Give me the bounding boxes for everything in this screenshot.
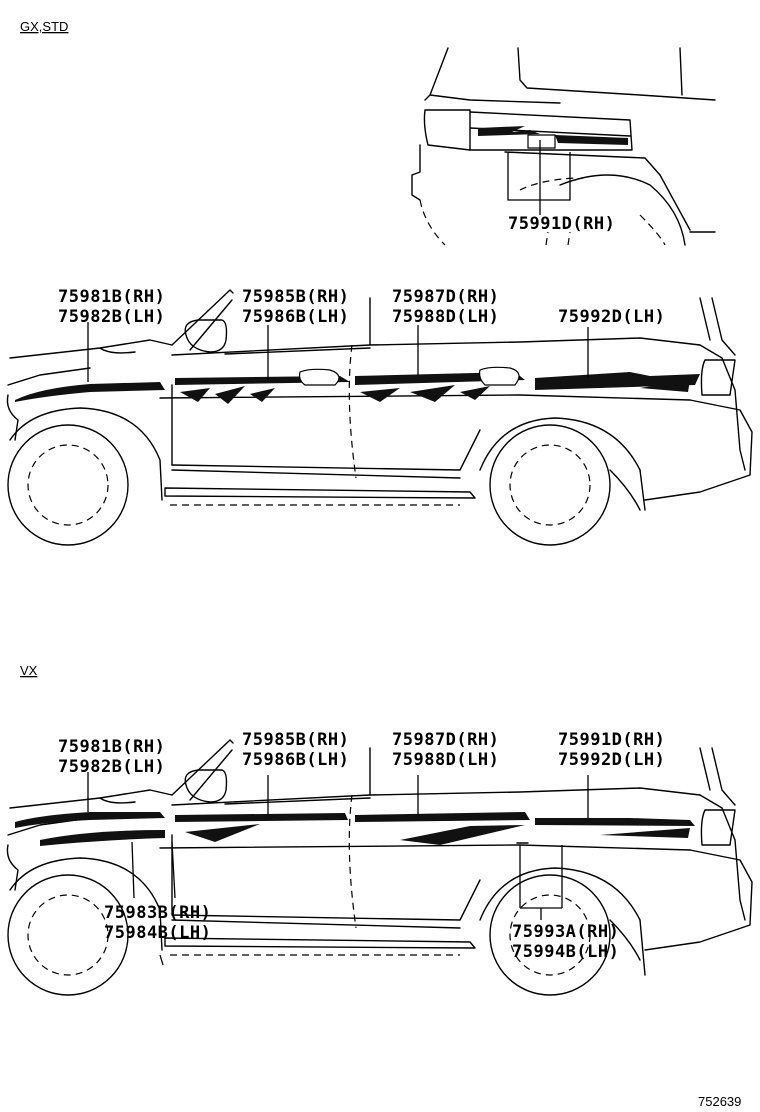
label-vx-75983b-rh: 75983B(RH) [104,903,211,923]
diagram-reference-number: 752639 [698,1094,741,1109]
label-vx-75987d-rh: 75987D(RH) [392,730,499,750]
label-gx-75986b-lh: 75986B(LH) [242,307,349,327]
section-label-gx-std: GX,STD [20,19,68,34]
label-gx-75992d-lh: 75992D(LH) [558,307,665,327]
label-vx-75982b-lh: 75982B(LH) [58,757,165,777]
rear-quarter-view [411,47,716,246]
label-gx-75982b-lh: 75982B(LH) [58,307,165,327]
label-vx-75992d-lh: 75992D(LH) [558,750,665,770]
label-gx-75981b-rh: 75981B(RH) [58,287,165,307]
label-vx-75981b-rh: 75981B(RH) [58,737,165,757]
section-label-vx: VX [20,663,38,678]
label-vx-75991d-rh: 75991D(RH) [558,730,665,750]
label-vx-75994b-lh: 75994B(LH) [512,942,619,962]
label-vx-75986b-lh: 75986B(LH) [242,750,349,770]
label-vx-75993a-rh: 75993A(RH) [512,922,619,942]
label-gx-75991d-rh: 75991D(RH) [508,214,615,234]
label-vx-75985b-rh: 75985B(RH) [242,730,349,750]
label-gx-75988d-lh: 75988D(LH) [392,307,499,327]
gx-side-view [6,289,753,546]
vx-side-view [6,739,753,996]
label-gx-75987d-rh: 75987D(RH) [392,287,499,307]
label-vx-75984b-lh: 75984B(LH) [104,923,211,943]
label-gx-75985b-rh: 75985B(RH) [242,287,349,307]
label-vx-75988d-lh: 75988D(LH) [392,750,499,770]
